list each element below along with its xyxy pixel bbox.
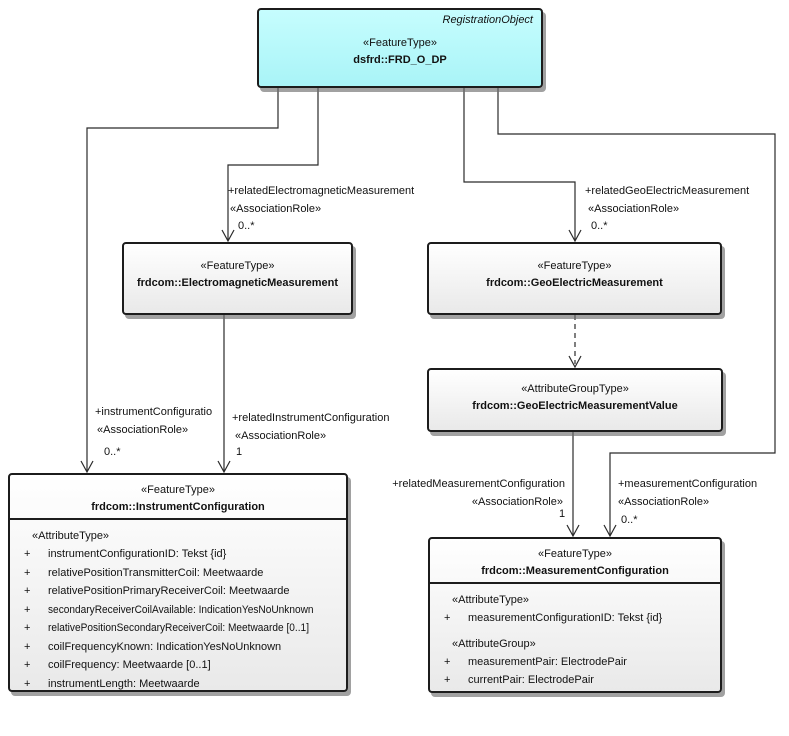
open-arrowhead-icon bbox=[566, 524, 580, 538]
stereotype: «FeatureType» bbox=[141, 484, 215, 496]
class-measurement-configuration[interactable]: «FeatureType» frdcom::MeasurementConfigu… bbox=[428, 537, 722, 693]
attribute-text: coilFrequencyKnown: IndicationYesNoUnkno… bbox=[48, 640, 282, 653]
visibility: + bbox=[24, 603, 31, 616]
registration-object-tag: RegistrationObject bbox=[442, 14, 534, 26]
class-header: «FeatureType» frdcom::MeasurementConfigu… bbox=[430, 539, 720, 584]
attribute-row: + currentPair: ElectrodePair bbox=[442, 674, 718, 693]
label-instrument-config-role: +instrumentConfiguratio bbox=[95, 406, 213, 418]
label-related-measurement-config-stereotype: «AssociationRole» bbox=[471, 496, 563, 508]
open-arrowhead-icon bbox=[603, 524, 617, 538]
label-related-instrument-config-multiplicity: 1 bbox=[236, 446, 243, 458]
visibility: + bbox=[24, 677, 31, 690]
attribute-row: + secondaryReceiverCoilAvailable: Indicat… bbox=[22, 604, 344, 623]
open-arrowhead-icon bbox=[568, 355, 582, 369]
label-measurement-config-multiplicity: 0..* bbox=[621, 514, 638, 526]
class-name: frdcom::GeoElectricMeasurement bbox=[486, 277, 663, 289]
attribute-row: + instrumentConfigurationID: Tekst {id} bbox=[22, 548, 344, 567]
class-geoelectric-measurement-value[interactable]: «AttributeGroupType» frdcom::GeoElectric… bbox=[427, 368, 723, 432]
visibility: + bbox=[24, 622, 31, 634]
attribute-text: relativePositionTransmitterCoil: Meetwaa… bbox=[48, 566, 264, 579]
label-measurement-config-stereotype: «AssociationRole» bbox=[618, 496, 710, 508]
open-arrowhead-icon bbox=[217, 460, 231, 474]
class-electromagnetic-measurement[interactable]: «FeatureType» frdcom::ElectromagneticMea… bbox=[122, 242, 353, 315]
label-related-gem-stereotype: «AssociationRole» bbox=[588, 203, 680, 215]
label-related-em-stereotype: «AssociationRole» bbox=[230, 203, 322, 215]
attribute-group-stereotype: «AttributeType» bbox=[452, 594, 530, 606]
class-name: frdcom::ElectromagneticMeasurement bbox=[136, 277, 339, 289]
stereotype: «FeatureType» bbox=[200, 260, 275, 272]
label-related-em-role: +relatedElectromagneticMeasurement bbox=[228, 185, 415, 197]
connector-frd-to-geoelectricmeasurement bbox=[463, 88, 576, 240]
attribute-text: currentPair: ElectrodePair bbox=[468, 674, 594, 686]
stereotype: «FeatureType» bbox=[537, 260, 612, 272]
attribute-row: + coilFrequencyKnown: IndicationYesNoUnkn… bbox=[22, 641, 344, 660]
visibility: + bbox=[444, 612, 451, 624]
label-related-em-multiplicity: 0..* bbox=[238, 220, 255, 232]
attributes-compartment: «AttributeType» + instrumentConfiguration… bbox=[10, 520, 346, 696]
attribute-text: coilFrequency: Meetwaarde [0..1] bbox=[48, 659, 211, 671]
visibility: + bbox=[24, 566, 31, 579]
label-related-instrument-config-stereotype: «AssociationRole» bbox=[235, 430, 327, 442]
class-name: frdcom::InstrumentConfiguration bbox=[91, 501, 265, 513]
attribute-group-stereotype: «AttributeType» bbox=[32, 530, 110, 542]
visibility: + bbox=[24, 548, 31, 560]
class-name: frdcom::GeoElectricMeasurementValue bbox=[472, 400, 678, 412]
visibility: + bbox=[24, 659, 31, 671]
label-related-instrument-config-role: +relatedInstrumentConfiguration bbox=[232, 412, 390, 424]
open-arrowhead-icon bbox=[80, 460, 94, 474]
attribute-row: + relativePositionSecondaryReceiverCoil: … bbox=[22, 622, 344, 641]
attribute-text: measurementPair: ElectrodePair bbox=[468, 655, 627, 668]
attribute-row: + measurementConfigurationID: Tekst {id} bbox=[442, 612, 718, 631]
attribute-row: + coilFrequency: Meetwaarde [0..1] bbox=[22, 659, 344, 678]
label-related-measurement-config-role: +relatedMeasurementConfiguration bbox=[392, 478, 565, 490]
stereotype: «FeatureType» bbox=[538, 548, 612, 560]
open-arrowhead-icon bbox=[221, 229, 235, 243]
attribute-group-stereotype: «AttributeGroup» bbox=[452, 637, 536, 650]
label-related-gem-role: +relatedGeoElectricMeasurement bbox=[585, 185, 750, 197]
attributes-compartment: «AttributeType» + measurementConfiguratio… bbox=[430, 584, 720, 693]
attribute-text: instrumentLength: Meetwaarde bbox=[48, 677, 200, 690]
class-frd-o-dp[interactable]: RegistrationObject «FeatureType» dsfrd::… bbox=[257, 8, 543, 88]
class-header: «FeatureType» frdcom::InstrumentConfigur… bbox=[10, 475, 346, 520]
attribute-text: instrumentConfigurationID: Tekst {id} bbox=[48, 548, 227, 560]
stereotype: «AttributeGroupType» bbox=[521, 383, 629, 395]
visibility: + bbox=[444, 655, 451, 668]
label-instrument-config-multiplicity: 0..* bbox=[104, 446, 121, 458]
attribute-row: + instrumentLength: Meetwaarde bbox=[22, 678, 344, 697]
label-instrument-config-stereotype: «AssociationRole» bbox=[97, 424, 189, 436]
connector-frd-to-measurementconfiguration bbox=[497, 88, 776, 535]
attribute-row: + relativePositionTransmitterCoil: Meetwa… bbox=[22, 567, 344, 586]
stereotype: «FeatureType» bbox=[363, 37, 437, 49]
label-measurement-config-role: +measurementConfiguration bbox=[618, 478, 758, 490]
open-arrowhead-icon bbox=[568, 229, 582, 243]
visibility: + bbox=[24, 585, 31, 597]
attribute-row: + measurementPair: ElectrodePair bbox=[442, 656, 718, 675]
connector-frd-to-electromagneticmeasurement bbox=[227, 88, 319, 240]
attribute-text: relativePositionPrimaryReceiverCoil: Mee… bbox=[48, 585, 290, 597]
class-instrument-configuration[interactable]: «FeatureType» frdcom::InstrumentConfigur… bbox=[8, 473, 348, 692]
class-name: dsfrd::FRD_O_DP bbox=[353, 54, 447, 66]
label-related-measurement-config-multiplicity: 1 bbox=[559, 508, 566, 520]
attribute-text: measurementConfigurationID: Tekst {id} bbox=[468, 612, 663, 624]
class-geoelectric-measurement[interactable]: «FeatureType» frdcom::GeoElectricMeasure… bbox=[427, 242, 722, 315]
class-name: frdcom::MeasurementConfiguration bbox=[481, 565, 669, 577]
connector-frd-to-instrumentconfiguration bbox=[86, 88, 279, 471]
attribute-text: secondaryReceiverCoilAvailable: Indicati… bbox=[48, 603, 314, 616]
visibility: + bbox=[24, 640, 31, 653]
label-related-gem-multiplicity: 0..* bbox=[591, 220, 608, 232]
attribute-text: relativePositionSecondaryReceiverCoil: M… bbox=[48, 622, 310, 634]
attribute-row: + relativePositionPrimaryReceiverCoil: Me… bbox=[22, 585, 344, 604]
visibility: + bbox=[444, 674, 451, 686]
